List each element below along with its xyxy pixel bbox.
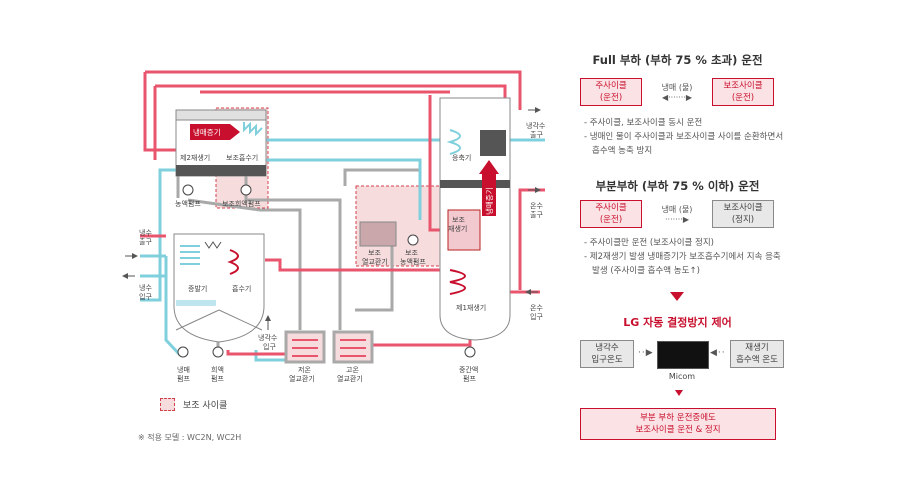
partial-load-title: 부분부하 (부하 75 % 이하) 운전 — [595, 179, 760, 193]
aux-heat-exchanger — [359, 221, 397, 247]
port-arrows — [122, 107, 541, 330]
partial-aux-l2: (정지) — [731, 215, 755, 225]
control-right-l1: 재생기 — [745, 343, 769, 353]
evaporator-absorber-vessel — [173, 233, 265, 343]
heat-exchangers — [284, 330, 374, 364]
partial-medium: 냉매 (물) ·······▶ — [642, 204, 712, 224]
port-hot-out-1: 온수 — [530, 202, 543, 210]
port-hot-in-2: 입구 — [530, 313, 543, 321]
pumps — [177, 184, 476, 358]
port-chilled-in-2: 입구 — [139, 293, 152, 301]
regen2-aux-absorber-unit — [175, 109, 267, 177]
partial-medium-l1: 냉매 (물) — [661, 205, 693, 214]
label-cooling-inlet-1: 냉각수 — [258, 333, 278, 342]
partial-bullet-1: - 주사이클만 운전 (보조사이클 정지) — [584, 238, 714, 248]
label-high-hx-2: 열교환기 — [337, 374, 363, 383]
control-left-l1: 냉각수 — [595, 343, 619, 353]
full-main-l2: (운전) — [599, 93, 623, 103]
label-aux-hx-1: 보조 — [368, 249, 381, 257]
label-dilute-pump-1: 희액 — [211, 365, 224, 374]
label-cooling-inlet-2: 입구 — [263, 343, 276, 351]
legend-label: 보조 사이클 — [183, 401, 228, 411]
label-aux-hx-2: 열교환기 — [362, 257, 388, 266]
label-dilute-pump-2: 펌프 — [211, 374, 224, 383]
full-load-title: Full 부하 (부하 75 % 초과) 운전 — [592, 53, 763, 67]
port-cooling-out-2: 출구 — [530, 130, 543, 139]
label-sol-pump: 농액펌프 — [175, 199, 201, 208]
control-title: LG 자동 결정방지 제어 — [623, 316, 732, 329]
label-evaporator: 증발기 — [188, 284, 207, 293]
label-mid-pump-1: 중간액 — [459, 365, 478, 374]
port-chilled-out-2: 출구 — [139, 237, 152, 246]
label-regen1: 제1재생기 — [456, 303, 486, 312]
port-chilled-in-1: 냉수 — [139, 283, 152, 292]
label-condenser: 응축기 — [452, 153, 471, 162]
partial-bullets: - 주사이클만 운전 (보조사이클 정지) - 제2재생기 발생 냉매증기가 보… — [582, 236, 787, 278]
label-aux-dilute-pump: 보조희액펌프 — [222, 199, 261, 208]
full-medium-l1: 냉매 (물) — [661, 83, 693, 92]
port-hot-out-2: 출구 — [530, 210, 543, 219]
full-aux-cycle-box: 보조사이클 (운전) — [712, 78, 774, 106]
label-refrigerant-pump-2: 펌프 — [177, 374, 190, 383]
result-l1: 부분 부하 운전중에도 — [640, 413, 716, 423]
label-mid-pump-2: 펌프 — [463, 374, 476, 383]
full-aux-l1: 보조사이클 — [723, 81, 763, 91]
model-note: ※ 적용 모델 : WC2N, WC2H — [138, 433, 242, 442]
left-dots: ··▶ — [638, 348, 654, 358]
operation-panel: Full 부하 (부하 75 % 초과) 운전 주사이클 (운전) 냉매 (물) … — [570, 40, 785, 450]
result-l2: 보조사이클 운전 & 정지 — [635, 425, 721, 435]
micom-label: Micom — [668, 372, 696, 381]
label-refrigerant-pump-1: 냉매 — [177, 365, 190, 374]
label-vapor-vertical: 냉매증기 — [484, 187, 494, 215]
full-bullet-1: - 주사이클, 보조사이클 동시 운전 — [584, 118, 703, 128]
partial-main-l2: (운전) — [599, 215, 623, 225]
label-aux-conc-pump-2: 농액펌프 — [400, 257, 426, 266]
legend-swatch — [160, 398, 175, 411]
port-chilled-out-1: 냉수 — [139, 228, 152, 237]
label-aux-regen-1: 보조 — [452, 216, 465, 224]
legend: 보조 사이클 — [160, 398, 227, 411]
partial-bullet-2: - 제2재생기 발생 냉매증기가 보조흡수기에서 지속 응축 발생 (주사이클 … — [584, 252, 781, 276]
partial-main-l1: 주사이클 — [595, 203, 627, 213]
label-low-hx-2: 열교환기 — [289, 374, 315, 383]
label-high-hx-1: 고온 — [346, 366, 359, 374]
control-right-l2: 흡수액 온도 — [736, 355, 778, 365]
label-aux-regen-2: 재생기 — [448, 224, 467, 233]
micom-image — [657, 341, 709, 369]
flow-down-arrow — [670, 292, 684, 301]
full-aux-l2: (운전) — [731, 93, 755, 103]
full-main-cycle-box: 주사이클 (운전) — [580, 78, 642, 106]
partial-main-cycle-box: 주사이클 (운전) — [580, 200, 642, 228]
partial-aux-l1: 보조사이클 — [723, 203, 763, 213]
condenser-regen1-vessel — [439, 97, 511, 341]
full-medium-l2: ◀·······▶ — [661, 93, 693, 102]
full-bullet-2: - 냉매인 물이 주사이클과 보조사이클 사이를 순환하면서 흡수액 농축 방지 — [584, 132, 784, 156]
label-aux-conc-pump-1: 보조 — [405, 249, 418, 257]
micom-down-arrow — [675, 390, 683, 396]
right-dots: ◀·· — [710, 348, 726, 358]
full-bullets: - 주사이클, 보조사이클 동시 운전 - 냉매인 물이 주사이클과 보조사이클… — [582, 116, 787, 158]
label-refrigerant-vapor: 냉매증기 — [193, 127, 221, 137]
port-cooling-out-1: 냉각수 — [526, 121, 546, 130]
port-hot-in-1: 온수 — [530, 304, 543, 312]
control-left-l2: 입구온도 — [591, 355, 623, 365]
full-main-l1: 주사이클 — [595, 81, 627, 91]
label-aux-absorber: 보조흡수기 — [226, 153, 258, 162]
label-regen2: 제2재생기 — [180, 153, 210, 162]
label-low-hx-1: 저온 — [298, 365, 311, 374]
full-medium: 냉매 (물) ◀·······▶ — [642, 82, 712, 102]
partial-aux-cycle-box: 보조사이클 (정지) — [712, 200, 774, 228]
label-absorber: 흡수기 — [232, 284, 251, 293]
partial-medium-l2: ·······▶ — [665, 215, 689, 224]
